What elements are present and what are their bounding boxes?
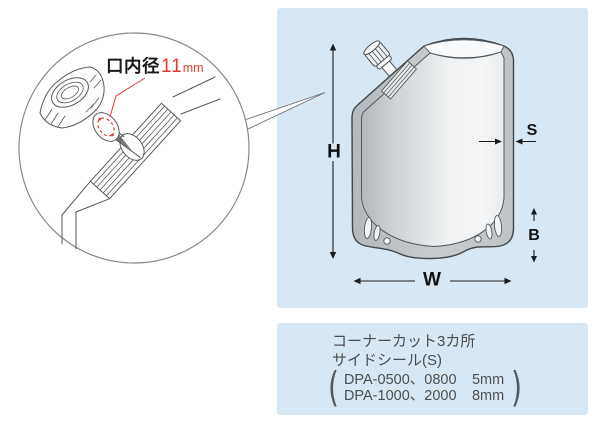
spout-threads — [100, 118, 132, 152]
paren-open: ( — [328, 363, 339, 412]
inner-diameter-value: 11 — [161, 56, 183, 77]
dim-label-height: H — [327, 141, 341, 163]
paren-close: ) — [511, 363, 523, 412]
spout-flange — [119, 133, 145, 161]
spout-sides — [95, 113, 141, 158]
film-edge-lines — [172, 76, 221, 115]
spec-row-1-model: DPA-0500、0800 — [343, 372, 457, 388]
inner-diameter-marking — [97, 77, 146, 137]
spec-row-2: DPA-1000、2000 8mm — [344, 388, 504, 404]
red-leader-line — [109, 77, 146, 118]
dim-label-bottom: B — [528, 227, 540, 244]
cap-knurling — [44, 74, 102, 127]
spout-mouth-face — [92, 112, 120, 142]
spec-model-table: ( DPA-0500、0800 5mm DPA-1000、2000 8mm ) — [328, 367, 522, 408]
spec-box-panel — [277, 323, 588, 415]
inner-diameter-unit: mm — [182, 61, 204, 75]
dim-label-width: W — [423, 269, 441, 291]
spec-rows: DPA-0500、0800 5mm DPA-1000、2000 8mm — [344, 372, 504, 404]
spec-row-1-value: 5mm — [471, 372, 505, 388]
pouch-corner-band — [89, 102, 182, 200]
film-corner-lines — [61, 180, 111, 250]
pouch-diagram-panel — [277, 8, 588, 308]
pouch-corner-ribs — [93, 105, 178, 197]
dim-label-seal: S — [526, 122, 538, 139]
spec-row-2-value: 8mm — [471, 388, 505, 404]
inner-diameter-label: 口内径11mm — [106, 53, 204, 78]
screw-cap-illustration — [39, 66, 105, 129]
inner-diameter-label-text: 口内径 — [106, 56, 160, 76]
spec-side-seal-line: サイドシール(S) — [332, 352, 442, 369]
spec-row-1: DPA-0500、0800 5mm — [344, 372, 504, 388]
spec-row-2-model: DPA-1000、2000 — [343, 388, 457, 404]
spec-corner-cut-line: コーナーカット3カ所 — [332, 333, 476, 350]
